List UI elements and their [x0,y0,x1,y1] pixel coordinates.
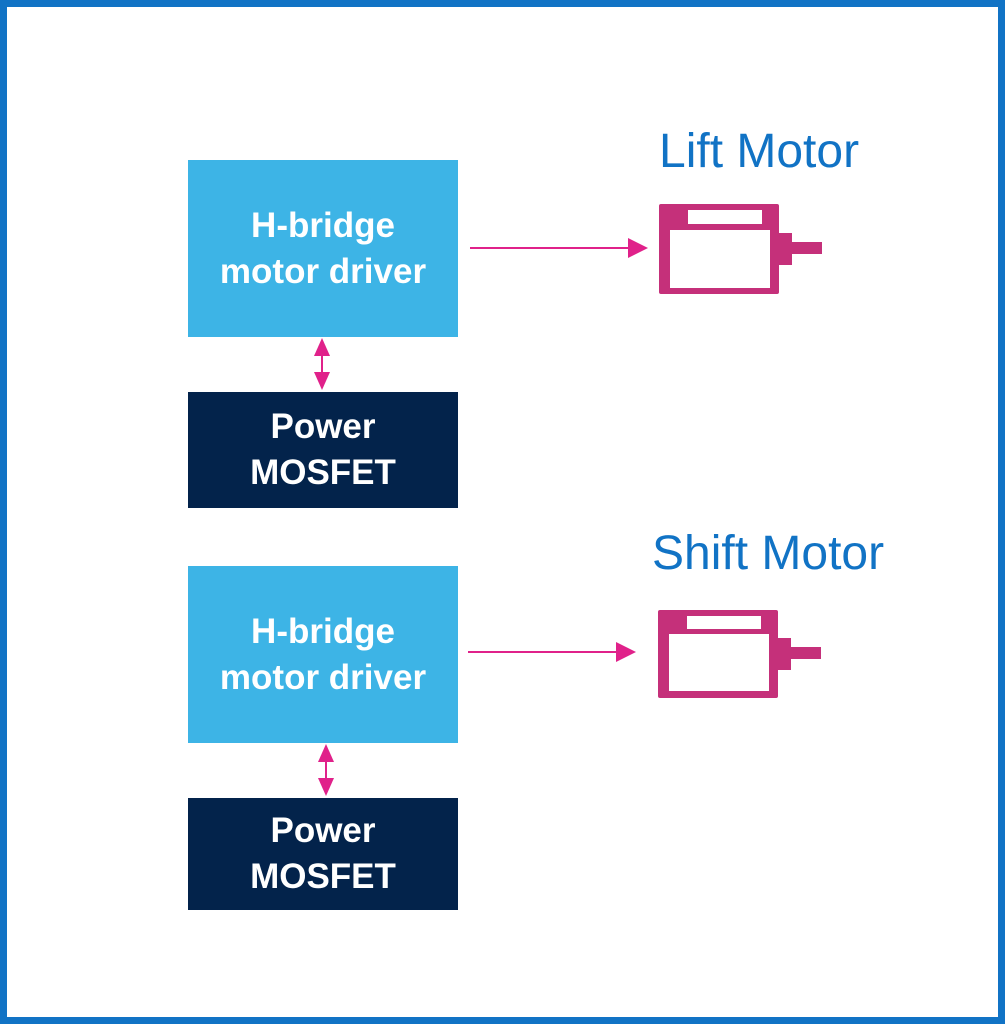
driver-label-line1: H-bridge [251,611,395,651]
power-mosfet-block-shift: Power MOSFET [188,798,458,910]
driver-label-line2: motor driver [219,657,427,697]
power-mosfet-block-lift: Power MOSFET [188,392,458,508]
mosfet-label-line1: Power [270,407,376,446]
shift-motor-title: Shift Motor [652,527,885,580]
driver-label-line1: H-bridge [251,205,395,245]
arrow-to-shift-motor [468,642,636,662]
bidirectional-arrow-shift [318,744,334,796]
h-bridge-driver-block-shift: H-bridge motor driver [188,566,458,743]
h-bridge-driver-block-lift: H-bridge motor driver [188,160,458,337]
mosfet-label-line2: MOSFET [250,857,396,896]
bidirectional-arrow-lift [314,338,330,390]
arrow-to-lift-motor [470,238,648,258]
driver-label-line2: motor driver [219,251,427,291]
shift-motor-icon [658,610,821,698]
lift-motor-title: Lift Motor [659,125,860,178]
mosfet-label-line1: Power [270,811,376,850]
lift-motor-icon [659,204,822,294]
mosfet-label-line2: MOSFET [250,453,396,492]
